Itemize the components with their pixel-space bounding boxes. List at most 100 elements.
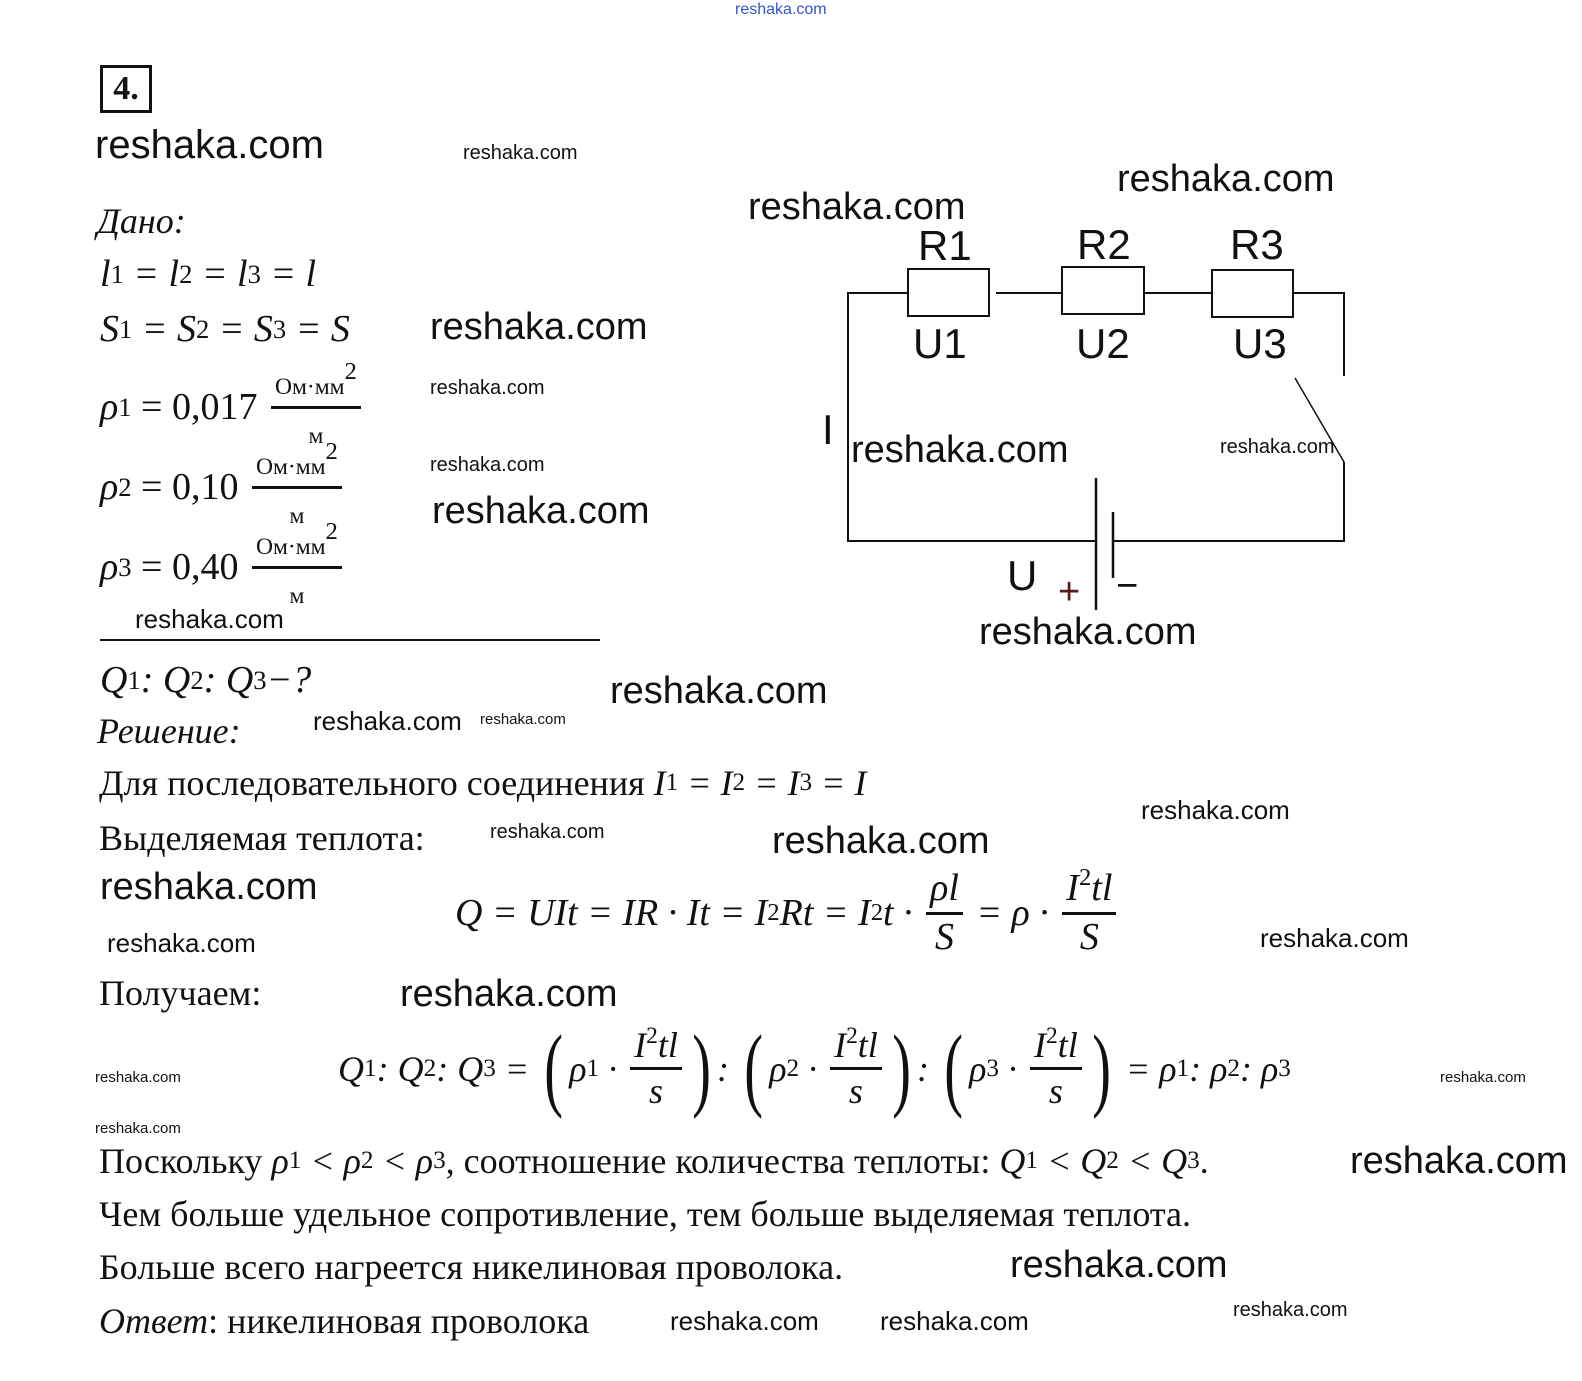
numerator: ρl bbox=[926, 867, 963, 915]
superscript: 2 bbox=[846, 1022, 858, 1049]
math-token: I bbox=[787, 763, 800, 803]
math-token: I bbox=[634, 1024, 647, 1065]
watermark: reshaka.com bbox=[979, 611, 1197, 653]
math-token: ρ bbox=[100, 386, 119, 429]
units: Ом·мм bbox=[255, 534, 326, 560]
math-token: ρl bbox=[930, 867, 959, 909]
math-token: = bbox=[495, 1048, 539, 1089]
math-token: ρ bbox=[1159, 1048, 1177, 1089]
math-token: = bbox=[123, 253, 169, 295]
math-token: ρ bbox=[415, 1141, 434, 1181]
big-parenthesis: ( bbox=[744, 1017, 763, 1120]
watermark: reshaka.com bbox=[135, 604, 284, 634]
watermark: reshaka.com bbox=[851, 429, 1069, 471]
superscript: 2 bbox=[1046, 1022, 1058, 1049]
superscript: 2 bbox=[646, 1022, 658, 1049]
math-token: Q bbox=[338, 1048, 364, 1089]
math-token: : bbox=[717, 1048, 739, 1089]
math-token: I bbox=[834, 1024, 847, 1065]
label-u2: U2 bbox=[1076, 320, 1130, 367]
watermark: reshaka.com bbox=[95, 1069, 181, 1086]
watermark: reshaka.com bbox=[400, 973, 618, 1015]
numerator: I2tl bbox=[630, 1022, 682, 1071]
math-token: = bbox=[209, 308, 254, 350]
math-token: Q bbox=[397, 1048, 424, 1089]
math-token: < bbox=[373, 1141, 416, 1181]
units: м bbox=[289, 502, 305, 529]
denominator: s bbox=[649, 1070, 663, 1112]
denominator: S bbox=[1080, 915, 1099, 959]
resistor-r1 bbox=[907, 268, 990, 317]
math-token: S bbox=[934, 915, 954, 958]
resistor-r2 bbox=[1061, 266, 1145, 315]
math-token: s bbox=[1048, 1071, 1063, 1112]
math-token: ρ bbox=[1260, 1048, 1279, 1089]
label-r2: R2 bbox=[1077, 221, 1131, 268]
math-token: S bbox=[330, 308, 350, 350]
fraction: Ом·мм2 м bbox=[251, 439, 342, 533]
given-heading: Дано: bbox=[97, 201, 186, 241]
math-token: S bbox=[176, 308, 196, 350]
watermark: reshaka.com bbox=[430, 377, 545, 399]
math-token: I bbox=[1066, 867, 1079, 909]
math-token: · bbox=[599, 1048, 627, 1089]
math-token: Q bbox=[1080, 1141, 1107, 1181]
numerator: Ом·мм2 bbox=[270, 359, 361, 409]
math-token: tl bbox=[657, 1024, 678, 1065]
math-token: ρ bbox=[969, 1048, 987, 1089]
numerator: I2tl bbox=[1062, 865, 1117, 915]
math-token: ρ bbox=[1210, 1048, 1228, 1089]
superscript: 2 bbox=[1078, 864, 1092, 892]
math-token: Q bbox=[1161, 1141, 1188, 1181]
watermark: reshaka.com bbox=[432, 490, 650, 532]
wire-left bbox=[847, 292, 1096, 542]
text-token: = 0,017 bbox=[131, 386, 267, 429]
resistor-r3 bbox=[1211, 269, 1294, 318]
math-token: = bbox=[286, 308, 331, 350]
denominator: s bbox=[849, 1070, 863, 1112]
watermark: reshaka.com bbox=[480, 711, 566, 728]
text-token: Для последовательного соединения bbox=[99, 763, 654, 803]
watermark: reshaka.com bbox=[430, 454, 545, 476]
math-token: Q bbox=[999, 1141, 1026, 1181]
watermark: reshaka.com bbox=[463, 142, 578, 164]
math-token: : bbox=[916, 1048, 938, 1089]
watermark: reshaka.com bbox=[1260, 923, 1409, 953]
math-token: · bbox=[799, 1048, 827, 1089]
big-parenthesis: ( bbox=[944, 1017, 963, 1120]
superscript: 2 bbox=[325, 518, 338, 546]
answer-label: Ответ bbox=[99, 1301, 209, 1341]
math-token: t · bbox=[883, 892, 923, 935]
label-r1: R1 bbox=[918, 222, 972, 269]
units: Ом·мм bbox=[255, 454, 326, 480]
units: Ом·мм bbox=[274, 374, 345, 400]
math-token: = bbox=[678, 763, 721, 803]
math-token: · bbox=[999, 1048, 1026, 1089]
math-token: Q bbox=[225, 659, 254, 701]
math-token: Q bbox=[100, 659, 128, 701]
watermark: reshaka.com bbox=[1350, 1140, 1568, 1182]
switch[interactable] bbox=[1294, 377, 1345, 463]
numerator: Ом·мм2 bbox=[251, 439, 342, 489]
answer-line: Ответ: никелиновая проволока bbox=[99, 1300, 589, 1342]
text-token: = 0,40 bbox=[131, 546, 248, 589]
math-token: < bbox=[1037, 1141, 1081, 1181]
denominator: S bbox=[935, 915, 954, 959]
math-token: < bbox=[1118, 1141, 1162, 1181]
units: м bbox=[289, 582, 305, 609]
solution-line2: Выделяемая теплота: bbox=[99, 818, 425, 858]
math-token: : bbox=[203, 659, 226, 701]
math-token: = bbox=[812, 763, 855, 803]
solution-line6: Больше всего нагреется никелиновая прово… bbox=[99, 1247, 844, 1287]
answer-text: : никелиновая проволока bbox=[208, 1301, 590, 1341]
label-r3: R3 bbox=[1230, 221, 1284, 268]
math-token: I bbox=[1034, 1024, 1046, 1065]
math-token: ρ bbox=[769, 1048, 787, 1089]
